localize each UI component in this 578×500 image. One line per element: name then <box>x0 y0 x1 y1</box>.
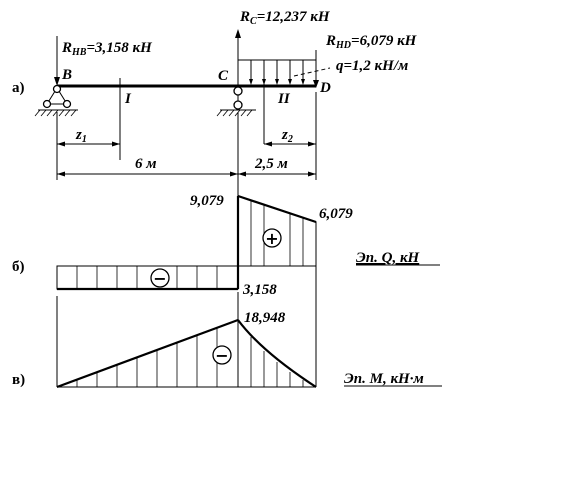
point-d-label: D <box>319 80 331 96</box>
shear-span-region <box>56 265 239 291</box>
shear-value-left: 9,079 <box>190 193 224 209</box>
svg-text:+: + <box>265 229 278 248</box>
distributed-load <box>237 59 317 86</box>
reaction-rc-label: RC=12,237 кН <box>239 9 331 27</box>
z2-label: z2 <box>281 127 293 145</box>
svg-text:−: − <box>153 269 166 288</box>
moment-minus-sign: − <box>212 345 232 365</box>
shear-plus-sign: + <box>262 228 282 248</box>
span1-dimension <box>57 171 238 177</box>
svg-text:−: − <box>215 346 228 365</box>
span2-dimension <box>238 171 316 177</box>
point-c-label: C <box>218 68 229 84</box>
section-ii-label: II <box>277 91 291 107</box>
z1-label: z1 <box>75 127 87 145</box>
point-b-label: B <box>61 67 72 83</box>
section-label-b: б) <box>12 259 25 275</box>
moment-diagram-area <box>56 318 317 389</box>
shear-diagram-title: Эп. Q, кН <box>356 250 421 266</box>
z2-dimension <box>264 141 316 147</box>
section-label-v: в) <box>12 372 25 388</box>
moment-diagram-title: Эп. M, кН·м <box>344 371 424 387</box>
roller-support-c <box>216 86 256 117</box>
reaction-rd-label: RНD=6,079 кН <box>325 33 418 51</box>
moment-value-max: 18,948 <box>244 310 286 326</box>
z1-dimension <box>57 141 120 147</box>
shear-value-right: 6,079 <box>319 206 353 222</box>
reaction-rb-label: RНВ=3,158 кН <box>61 40 153 58</box>
load-leader-line <box>293 67 331 77</box>
pinned-support-b <box>34 84 78 117</box>
reaction-rb-arrow <box>54 36 60 86</box>
shear-cantilever-region <box>236 194 317 289</box>
shear-minus-sign: − <box>150 268 170 288</box>
load-label: q=1,2 кН/м <box>336 58 408 74</box>
shear-value-span: 3,158 <box>242 282 277 298</box>
section-i-label: I <box>124 91 132 107</box>
span1-label: 6 м <box>135 156 157 172</box>
span2-label: 2,5 м <box>254 156 288 172</box>
section-label-a: а) <box>12 80 25 96</box>
